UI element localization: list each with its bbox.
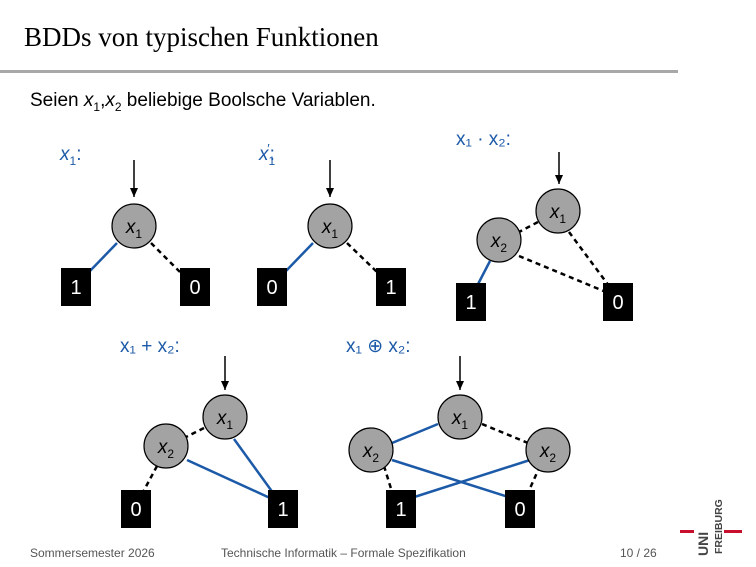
bdd-x1-terminal-one [61, 268, 91, 306]
bdd-xor-terminal-one [386, 490, 416, 528]
title-rule [0, 70, 678, 73]
intro-sep: , [100, 90, 106, 111]
bdd-xor: x₁ ⊕ x₂: x1 x2 x2 1 0 [346, 336, 571, 528]
bdd-x1-node-label: x1 [125, 217, 143, 241]
bdd-x1-node [111, 203, 157, 249]
uni-freiburg-logo: UNI FREIBURG [680, 499, 742, 556]
bdd-x1-label: x1: [59, 144, 81, 168]
bdd-x1c-terminal-left [257, 268, 287, 306]
bdd-xor-node-x2-right [525, 427, 571, 473]
intro-var2: x [105, 90, 115, 111]
bdd-and-node-x1 [535, 188, 581, 234]
bdd-or-terminal-one-label: 1 [277, 499, 288, 521]
bdd-x1-zero-edge [150, 242, 181, 273]
bdd-or-x1-one-edge [232, 438, 278, 498]
footer-semester: Sommersemester 2026 [30, 546, 155, 560]
bdd-x1c-node [307, 203, 353, 249]
bdd-xor-terminal-zero [505, 490, 535, 528]
bdd-and-terminal-zero [603, 283, 633, 321]
bdd-and-terminal-zero-label: 0 [612, 292, 623, 314]
bdd-xor-node-x1-label: x1 [451, 408, 469, 432]
intro-suffix: beliebige Boolsche Variablen. [121, 90, 376, 111]
bdd-xor-node-x2-left [348, 427, 394, 473]
bdd-or-node-x2 [143, 423, 189, 469]
bdd-xor-node-x1 [437, 394, 483, 440]
bdd-xor-label: x₁ ⊕ x₂: [346, 336, 411, 357]
bdd-x1c-terminal-right-label: 1 [385, 277, 396, 299]
bdd-or-x2-one-edge [186, 458, 271, 500]
bdd-and-x1-zero-edge [567, 231, 614, 291]
bdd-xor-right-one-edge [404, 458, 531, 502]
logo-red-bar-right [724, 530, 742, 533]
bdd-and-node-x2-label: x2 [490, 231, 508, 255]
bdd-x1c-label: x1′: [258, 141, 276, 168]
bdd-and-label: x₁ · x₂: [456, 129, 511, 150]
footer-page-number: 10 / 26 [620, 546, 657, 560]
bdd-and: x₁ · x₂: x1 x2 1 0 [456, 129, 633, 321]
footer-course: Technische Informatik – Formale Spezifik… [221, 546, 466, 560]
bdd-x1c-node-label: x1 [321, 217, 339, 241]
logo-red-bar-left [680, 530, 694, 533]
bdd-or: x₁ + x₂: x1 x2 0 1 [120, 336, 298, 528]
logo-uni-text: UNI [695, 532, 711, 556]
bdd-or-label: x₁ + x₂: [120, 336, 180, 357]
bdd-x1-terminal-one-label: 1 [70, 277, 81, 299]
bdd-xor-terminal-one-label: 1 [395, 499, 406, 521]
bdd-x1-complement: x1′: x1 0 1 [257, 141, 406, 306]
bdd-xor-node-x2-right-label: x2 [539, 441, 557, 465]
bdd-or-node-x1 [202, 394, 248, 440]
intro-sub1: 1 [93, 99, 101, 114]
bdd-xor-x1-right-edge [481, 422, 529, 445]
intro-sub2: 2 [114, 99, 122, 114]
bdd-and-terminal-one-label: 1 [465, 292, 476, 314]
bdd-x1c-terminal-left-label: 0 [266, 277, 277, 299]
bdd-x1-terminal-zero [180, 268, 210, 306]
bdd-x1-one-edge [88, 242, 118, 273]
intro-var1: x [83, 90, 94, 111]
bdd-xor-left-zero-edge [391, 458, 519, 502]
bdd-or-node-x2-label: x2 [157, 437, 175, 461]
bdd-and-node-x2 [476, 217, 522, 263]
bdd-and-x2-zero-edge [518, 254, 607, 294]
intro-text: Seien x1,x2 beliebige Boolsche Variablen… [30, 90, 376, 114]
bdd-x1: x1: x1 1 0 [59, 144, 210, 306]
bdd-or-x2-zero-edge [140, 465, 159, 495]
logo-freiburg-text: FREIBURG [713, 499, 725, 554]
bdd-or-terminal-zero [121, 490, 151, 528]
bdd-or-node-x1-label: x1 [216, 408, 234, 432]
bdd-x1c-left-edge [284, 242, 314, 273]
bdd-and-x1-x2-edge [518, 220, 539, 234]
bdd-xor-node-x2-left-label: x2 [362, 441, 380, 465]
bdd-x1-terminal-zero-label: 0 [189, 277, 200, 299]
bdd-xor-x1-left-edge [391, 422, 439, 445]
intro-prefix: Seien [30, 90, 84, 111]
bdd-xor-terminal-zero-label: 0 [514, 499, 525, 521]
bdd-or-terminal-one [268, 490, 298, 528]
bdd-and-terminal-one [456, 283, 486, 321]
slide-title: BDDs von typischen Funktionen [24, 22, 379, 52]
bdd-x1c-terminal-right [376, 268, 406, 306]
bdd-or-terminal-zero-label: 0 [130, 499, 141, 521]
bdd-x1c-right-edge [346, 242, 378, 273]
bdd-or-x1-x2-edge [185, 426, 205, 439]
bdd-and-node-x1-label: x1 [549, 202, 567, 226]
